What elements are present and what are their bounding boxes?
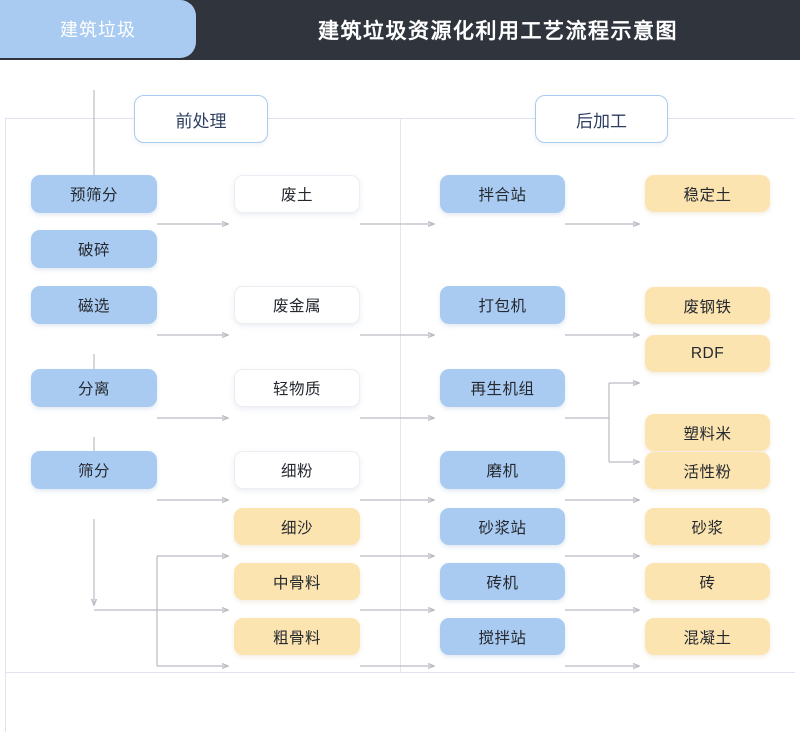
- flowchart-canvas: 前处理 后加工: [0, 60, 800, 732]
- node-waste-metal[interactable]: 废金属: [234, 286, 360, 324]
- node-label: 活性粉: [683, 463, 732, 481]
- node-baler[interactable]: 打包机: [440, 286, 565, 324]
- node-brick-machine[interactable]: 砖机: [440, 563, 565, 600]
- node-brick[interactable]: 砖: [645, 563, 770, 600]
- node-separation[interactable]: 分离: [31, 369, 157, 407]
- node-label: 破碎: [77, 242, 110, 259]
- node-concrete[interactable]: 混凝土: [645, 618, 770, 655]
- node-label: 细沙: [280, 519, 313, 537]
- header-bar: 建筑垃圾 建筑垃圾资源化利用工艺流程示意图: [0, 0, 800, 60]
- node-label: 砖: [699, 574, 716, 592]
- node-label: 稳定土: [683, 186, 732, 204]
- node-label: RDF: [690, 344, 725, 362]
- node-label: 粗骨料: [272, 629, 321, 647]
- node-label: 磁选: [77, 298, 110, 315]
- node-scrap-steel[interactable]: 废钢铁: [645, 287, 770, 324]
- page-title: 建筑垃圾资源化利用工艺流程示意图: [318, 20, 678, 43]
- node-label: 废土: [280, 187, 313, 204]
- node-label: 轻物质: [272, 381, 321, 398]
- node-label: 再生机组: [470, 381, 535, 398]
- node-label: 分离: [77, 381, 110, 398]
- node-mortar[interactable]: 砂浆: [645, 508, 770, 545]
- header-tab-label: 建筑垃圾: [60, 20, 136, 40]
- node-label: 拌合站: [478, 187, 527, 204]
- node-fine-powder[interactable]: 细粉: [234, 451, 360, 489]
- node-label: 磨机: [486, 463, 519, 480]
- node-active-powder[interactable]: 活性粉: [645, 452, 770, 489]
- node-mixing-station[interactable]: 拌合站: [440, 175, 565, 213]
- node-label: 搅拌站: [478, 629, 527, 647]
- node-recycling-unit[interactable]: 再生机组: [440, 369, 565, 407]
- node-label: 中骨料: [272, 574, 321, 592]
- node-medium-aggregate[interactable]: 中骨料: [234, 563, 360, 600]
- node-label: 细粉: [280, 463, 313, 480]
- node-label: 废金属: [272, 298, 321, 315]
- node-label: 预筛分: [69, 187, 118, 204]
- node-stabilized-soil[interactable]: 稳定土: [645, 175, 770, 212]
- node-pre-screen[interactable]: 预筛分: [31, 175, 157, 213]
- node-mill[interactable]: 磨机: [440, 451, 565, 489]
- node-screening[interactable]: 筛分: [31, 451, 157, 489]
- stage-divider-vertical: [400, 118, 401, 672]
- node-label: 废钢铁: [683, 298, 732, 316]
- node-rdf[interactable]: RDF: [645, 335, 770, 372]
- node-mortar-station[interactable]: 砂浆站: [440, 508, 565, 545]
- node-waste-soil[interactable]: 废土: [234, 175, 360, 213]
- node-coarse-aggregate[interactable]: 粗骨料: [234, 618, 360, 655]
- node-concrete-plant[interactable]: 搅拌站: [440, 618, 565, 655]
- node-fine-sand[interactable]: 细沙: [234, 508, 360, 545]
- header-tab-construction-waste[interactable]: 建筑垃圾: [0, 0, 196, 58]
- node-label: 砂浆站: [478, 519, 527, 537]
- section-label-preprocessing: 前处理: [134, 95, 268, 143]
- node-label: 塑料米: [683, 425, 732, 443]
- node-light-matter[interactable]: 轻物质: [234, 369, 360, 407]
- node-label: 打包机: [478, 298, 527, 315]
- node-magnetic-separation[interactable]: 磁选: [31, 286, 157, 324]
- node-crush[interactable]: 破碎: [31, 230, 157, 268]
- node-label: 砂浆: [691, 519, 724, 537]
- node-label: 砖机: [486, 574, 519, 592]
- node-label: 筛分: [77, 463, 110, 480]
- node-label: 混凝土: [683, 629, 732, 647]
- node-plastic-pellet[interactable]: 塑料米: [645, 414, 770, 451]
- section-label-postprocessing: 后加工: [535, 95, 668, 143]
- diagram-frame-bottom: [5, 672, 795, 673]
